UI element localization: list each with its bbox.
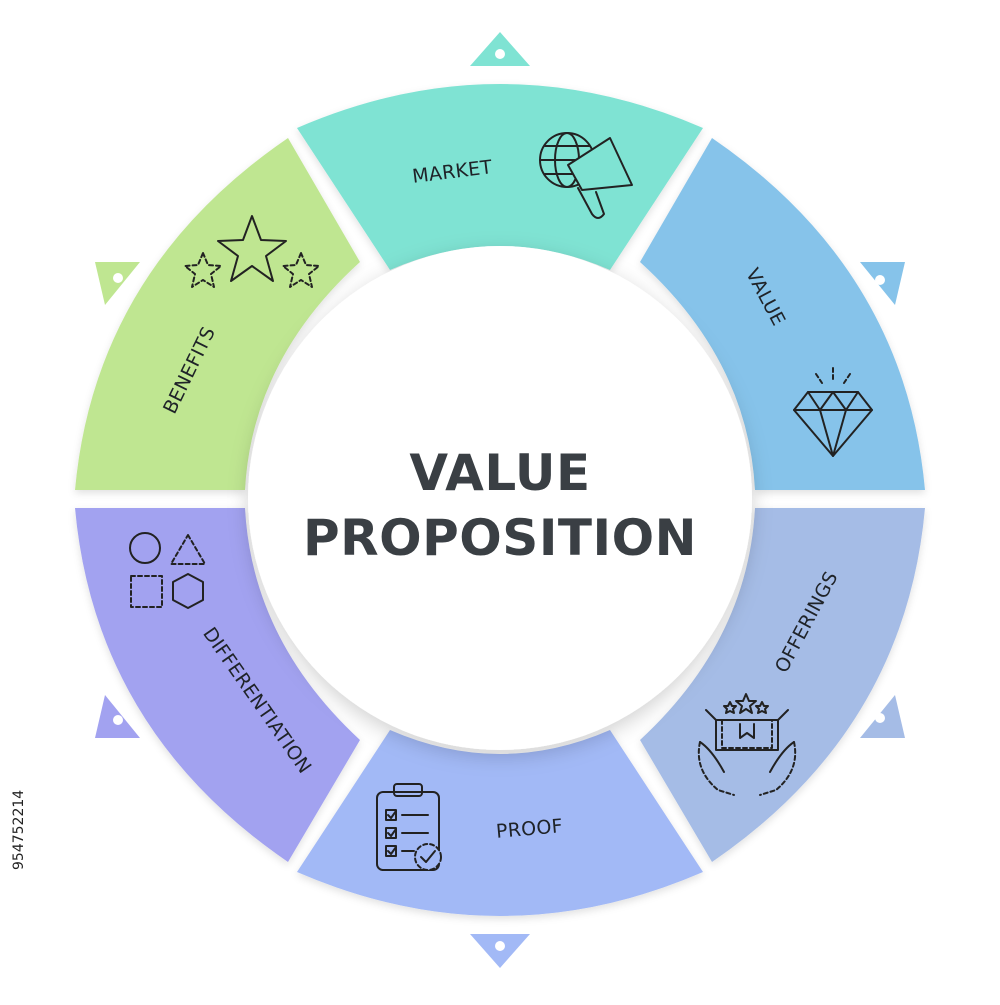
segment-benefits-tab <box>95 262 140 305</box>
segment-market <box>297 32 703 270</box>
segment-benefits-dot <box>113 273 123 283</box>
segment-benefits-shape <box>75 138 360 490</box>
center-title-line2: PROPOSITION <box>303 509 697 567</box>
segment-proof <box>297 730 703 968</box>
segment-benefits <box>75 138 360 490</box>
segment-value <box>640 138 925 490</box>
segment-offerings-shape <box>640 508 925 862</box>
segment-proof-dot <box>495 941 505 951</box>
megaphone-globe-icon <box>539 132 633 219</box>
stars-icon <box>184 215 320 288</box>
segment-offerings-dot <box>875 713 885 723</box>
segment-differentiation-shape <box>75 508 360 862</box>
shapes-icon <box>129 532 206 609</box>
segment-value-shape <box>640 138 925 490</box>
center-circle <box>248 246 752 750</box>
segment-market-shape <box>297 84 703 270</box>
center-title-line1: VALUE <box>409 444 590 502</box>
diamond-icon <box>793 367 873 457</box>
segment-market-dot <box>495 49 505 59</box>
gift-box-hands-icon <box>697 693 797 796</box>
segment-differentiation <box>75 508 360 862</box>
stock-id-label: 954752214 <box>11 789 27 871</box>
segment-differentiation-dot <box>113 715 123 725</box>
segment-value-dot <box>875 275 885 285</box>
segment-offerings <box>640 508 925 862</box>
clipboard-checklist-icon <box>376 783 442 871</box>
